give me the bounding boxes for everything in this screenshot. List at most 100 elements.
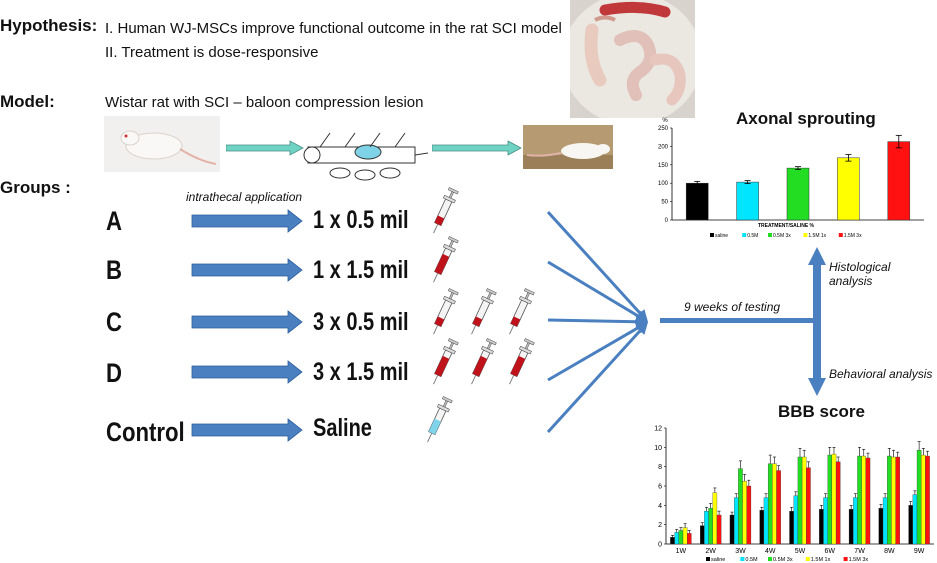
bbb-bar-6w-0.5m-3x [827, 454, 833, 545]
bbb-ytick-label: 10 [654, 445, 662, 452]
bbb-xtick-label: 5W [795, 548, 806, 555]
syringe-icon [433, 338, 459, 385]
bbb-xtick-label: 4W [765, 548, 776, 555]
syringe-icon [509, 338, 535, 385]
bbb-xtick-label: 1W [676, 548, 687, 555]
bbb-legend-swatch [805, 557, 810, 561]
group-d-label: D [106, 358, 122, 388]
converging-arrow [547, 326, 639, 382]
bbb-legend-swatch [843, 557, 848, 561]
bbb-bar-5w-1.5m-1x [801, 456, 807, 545]
bbb-legend-swatch [706, 557, 710, 561]
bbb-bar-1w-1.5m-1x [682, 527, 688, 545]
bbb-legend-label: 0.5M 3x [773, 557, 793, 563]
axon-bar-0.5m [736, 181, 759, 221]
bbb-bar-2w-1.5m-3x [716, 514, 722, 545]
model-label: Model: [0, 92, 55, 111]
group-a-label: A [106, 206, 122, 236]
groups-label: Groups : [0, 178, 71, 197]
bbb-legend-swatch [768, 557, 772, 561]
axon-legend-swatch [710, 233, 714, 237]
bbb-bar-1w-saline [670, 537, 675, 545]
bbb-bar-7w-1.5m-1x [861, 455, 867, 545]
bbb-bar-7w-0.5m-3x [857, 455, 862, 545]
axon-bar-1.5m-1x [837, 157, 860, 221]
bbb-ytick-label: 2 [658, 522, 662, 529]
syringe-icon [433, 187, 459, 234]
converging-arrow [547, 260, 639, 318]
axon-legend-swatch [838, 233, 843, 237]
bbb-ytick-label: 4 [658, 503, 662, 510]
axon-bar-1.5m-3x [887, 141, 911, 221]
bbb-bar-8w-0.5m-3x [887, 455, 892, 545]
bbb-bar-1w-0.5m-3x [678, 530, 684, 545]
hypothesis-line-1: I. Human WJ-MSCs improve functional outc… [105, 20, 562, 37]
bbb-bar-5w-0.5m-3x [797, 456, 803, 545]
group-control-label: Control [106, 417, 185, 447]
bbb-legend-label: 1.5M 3x [849, 557, 869, 563]
group-b-label: B [106, 255, 122, 285]
syringe-icon [427, 396, 453, 443]
arrow-down-head [808, 378, 826, 396]
bbb-ytick-label: 12 [654, 426, 662, 433]
bbb-bar-4w-0.5m [763, 497, 769, 545]
group-arrow-c [191, 310, 303, 334]
bbb-ytick-label: 6 [658, 484, 662, 491]
behavioral-label: Behavioral analysis [829, 367, 933, 381]
group-arrow-a [191, 209, 303, 233]
bbb-bar-8w-0.5m [882, 497, 888, 545]
bbb-bar-4w-1.5m-3x [776, 470, 781, 545]
bbb-bar-9w-0.5m [912, 494, 918, 545]
axon-legend-label: 0.5M 3x [773, 233, 791, 239]
bbb-xtick-label: 2W [705, 548, 716, 555]
vertical-arrow-shaft [813, 262, 821, 382]
bbb-bar-5w-0.5m [793, 495, 799, 545]
model-arrow-2 [432, 140, 522, 156]
group-a-dose: 1 x 0.5 mil [313, 206, 409, 234]
bbb-bar-6w-saline [819, 509, 824, 545]
bbb-bar-4w-saline [759, 510, 765, 545]
syringe-icon [471, 288, 497, 335]
syringe-icon [471, 338, 497, 385]
arrow-up-head [808, 247, 826, 265]
axon-ytick-label: 0 [665, 218, 669, 224]
group-control-dose: Saline [313, 414, 372, 442]
axon-ytick-label: 100 [658, 181, 669, 187]
bbb-bar-5w-saline [789, 510, 794, 545]
bbb-ytick-label: 0 [658, 542, 662, 549]
group-arrow-b [191, 258, 303, 282]
converging-arrow [546, 210, 642, 315]
bbb-bar-2w-0.5m [704, 510, 709, 545]
bbb-bar-6w-0.5m [823, 497, 828, 545]
bbb-bar-3w-saline [729, 514, 735, 545]
converging-arrow [547, 318, 637, 324]
bbb-legend-swatch [740, 557, 745, 561]
axon-bar-0.5m-3x [786, 167, 810, 221]
bbb-bar-9w-1.5m-1x [921, 454, 926, 545]
bbb-bar-3w-1.5m-1x [742, 481, 747, 545]
histological-label: Histological analysis [829, 260, 891, 288]
group-c-dose: 3 x 0.5 mil [313, 308, 409, 336]
bbb-bar-1w-1.5m-3x [687, 533, 692, 545]
axon-bar-saline [685, 182, 709, 221]
axon-ytick-label: 50 [661, 200, 668, 206]
bbb-bar-1w-0.5m [674, 532, 679, 545]
bbb-bar-5w-1.5m-3x [806, 467, 811, 545]
bbb-bar-6w-1.5m-1x [831, 453, 837, 545]
bbb-bar-7w-1.5m-3x [865, 457, 871, 545]
bbb-bar-4w-0.5m-3x [767, 463, 773, 545]
bbb-bar-2w-0.5m-3x [708, 508, 713, 545]
axon-ytick-label: 200 [658, 144, 669, 150]
bbb-bar-9w-saline [908, 505, 913, 545]
bbb-bar-8w-1.5m-3x [895, 456, 900, 545]
testing-label: 9 weeks of testing [684, 300, 781, 314]
axon-ytick-label: 250 [658, 126, 669, 132]
converging-arrowhead [635, 322, 648, 335]
axon-xlabel: TREATMENT/SALINE % [758, 223, 815, 229]
bbb-bar-8w-saline [878, 508, 884, 545]
bbb-ytick-label: 8 [658, 464, 662, 471]
bbb-bar-6w-1.5m-3x [835, 461, 841, 545]
